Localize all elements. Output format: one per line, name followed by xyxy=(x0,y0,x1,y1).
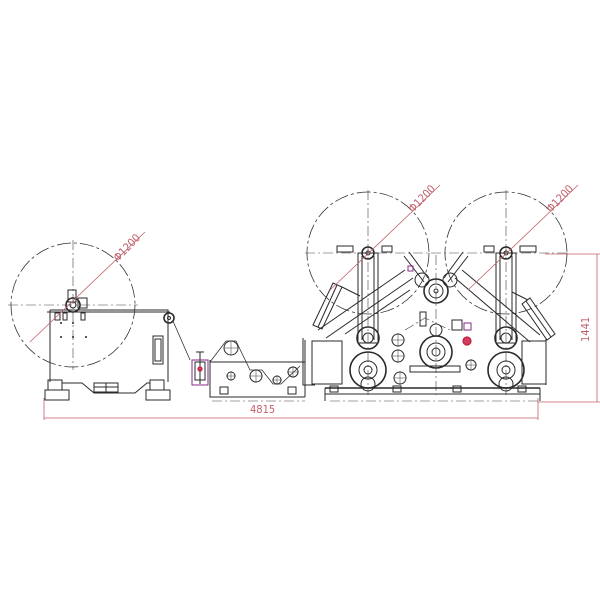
rewind-left-diameter-label: Φ1200 xyxy=(406,182,438,215)
overall-length-label: 4815 xyxy=(250,403,275,416)
unwind-stand xyxy=(8,240,191,401)
web-guide-unit xyxy=(191,351,209,386)
overall-height-label: 1441 xyxy=(579,317,592,342)
rewind-section xyxy=(302,190,570,402)
unwind-diameter-label: Φ1200 xyxy=(111,231,143,264)
rewind-right-diameter-label: Φ1200 xyxy=(544,182,576,215)
guide-roller-bed xyxy=(209,340,306,402)
